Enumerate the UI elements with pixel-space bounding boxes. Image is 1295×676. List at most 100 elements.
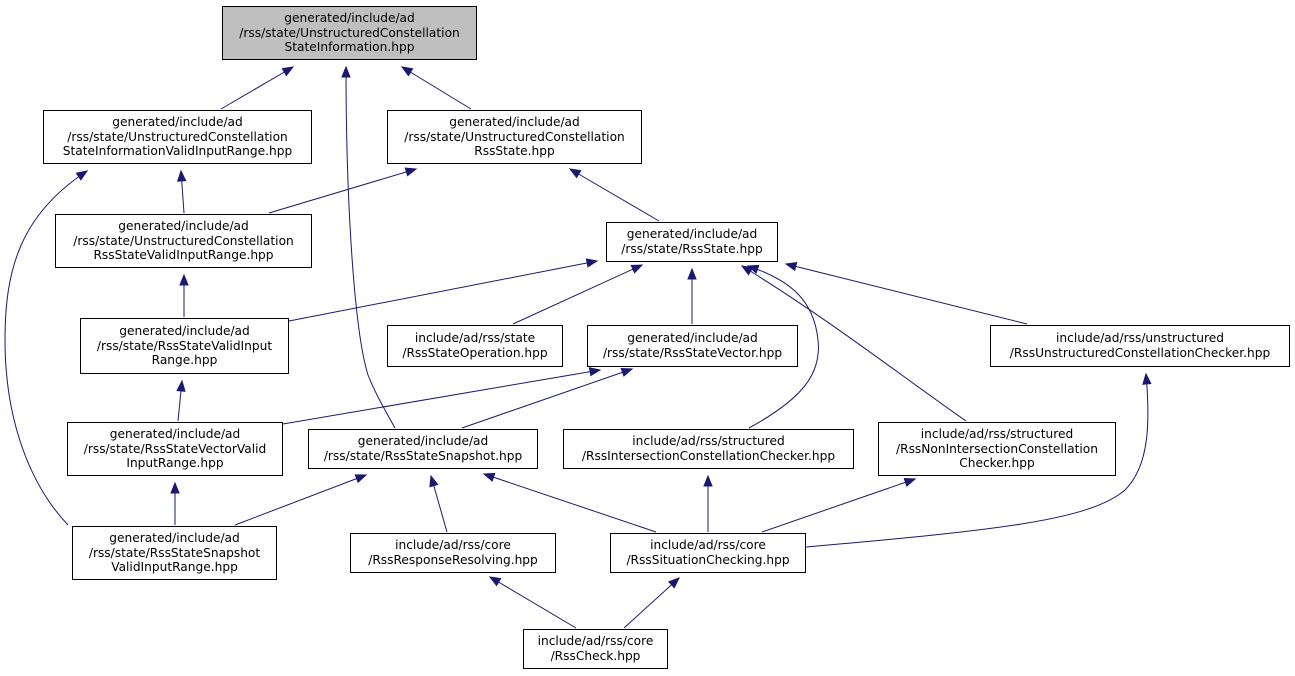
- arrowhead-icon: [179, 273, 189, 286]
- arrowhead-icon: [341, 65, 351, 78]
- edge-ucchecker-to-rssstate: [785, 263, 1028, 325]
- node-rss-state-vector[interactable]: generated/include/ad /rss/state/RssState…: [587, 325, 798, 367]
- node-label-line-1: generated/include/ad: [627, 331, 758, 346]
- node-rss-intersection-constellation-checker[interactable]: include/ad/rss/structured /RssIntersecti…: [563, 429, 854, 469]
- node-label-line-1: include/ad/rss/unstructured: [1056, 331, 1224, 346]
- arrowhead-icon: [281, 66, 295, 77]
- edge-ucrssvir-to-ucrss: [268, 168, 417, 214]
- arrowhead-icon: [400, 66, 414, 77]
- node-label-line-2: /rss/state/UnstructuredConstellation: [67, 129, 288, 144]
- node-unstructured-constellation-rss-state-valid-input-range[interactable]: generated/include/ad /rss/state/Unstruct…: [55, 214, 312, 268]
- arrowhead-icon: [630, 264, 644, 274]
- node-label-line-1: include/ad/rss/core: [650, 538, 766, 553]
- node-rss-state-vector-valid-input-range[interactable]: generated/include/ad /rss/state/RssState…: [67, 422, 283, 476]
- node-label-line-2: /rss/state/RssStateVector.hpp: [602, 346, 783, 360]
- arrowhead-icon: [1142, 372, 1152, 385]
- arrowhead-icon: [620, 367, 634, 377]
- arrowhead-icon: [354, 474, 368, 484]
- node-label-line-2: /RssStateOperation.hpp: [402, 346, 548, 360]
- node-label-line-1: include/ad/rss/core: [537, 634, 654, 649]
- node-label-line-2: /rss/state/RssStateSnapshot.hpp: [323, 449, 523, 463]
- arrowhead-icon: [588, 367, 602, 377]
- arrowhead-icon: [488, 576, 502, 587]
- edge-ucrss-to-ucsi: [401, 66, 472, 110]
- node-label-line-3: StateInformation.hpp: [284, 40, 415, 55]
- node-label-line-2: /rss/state/RssStateSnapshot: [88, 545, 261, 560]
- edge-ucsivir-to-ucsi: [220, 66, 294, 110]
- node-label-line-3: StateInformationValidInputRange.hpp: [62, 144, 293, 159]
- node-rss-response-resolving[interactable]: include/ad/rss/core /RssResponseResolvin…: [350, 533, 556, 573]
- arrowhead-icon: [903, 477, 917, 487]
- node-label-line-2: /RssNonIntersectionConstellation: [896, 441, 1098, 456]
- node-label-line-2: /rss/state/UnstructuredConstellation: [239, 25, 460, 40]
- arrowhead-icon: [668, 577, 680, 589]
- node-label-line-1: include/ad/rss/structured: [920, 427, 1074, 442]
- edge-rsssnap-to-rssvec: [461, 368, 633, 429]
- node-unstructured-constellation-state-information-valid-input-range[interactable]: generated/include/ad /rss/state/Unstruct…: [43, 110, 312, 164]
- node-label-line-2: /rss/state/RssStateVectorValid: [83, 441, 267, 456]
- node-label-line-3: InputRange.hpp: [126, 456, 224, 471]
- node-rss-state-valid-input-range[interactable]: generated/include/ad /rss/state/RssState…: [80, 318, 289, 374]
- node-label-line-2: /rss/state/RssStateValidInput: [96, 338, 273, 353]
- arrowhead-icon: [687, 267, 697, 280]
- node-label-line-2: /RssIntersectionConstellationChecker.hpp: [581, 449, 836, 463]
- node-label-line-3: Range.hpp: [151, 353, 218, 368]
- node-label-line-3: Checker.hpp: [959, 456, 1035, 471]
- arrowhead-icon: [703, 474, 713, 487]
- node-rss-state-operation[interactable]: include/ad/rss/state /RssStateOperation.…: [387, 325, 563, 367]
- node-label-line-1: generated/include/ad: [449, 115, 580, 130]
- node-rss-check[interactable]: include/ad/rss/core /RssCheck.hpp: [523, 629, 668, 669]
- arrowhead-icon: [75, 170, 89, 181]
- node-label-line-1: generated/include/ad: [112, 115, 243, 130]
- node-label-line-1: include/ad/rss/state: [414, 331, 536, 346]
- node-label-line-1: generated/include/ad: [626, 227, 758, 242]
- edge-rssvecvir-to-rssvec: [282, 369, 601, 425]
- node-label-line-2: /RssResponseResolving.hpp: [368, 553, 538, 567]
- node-unstructured-constellation-state-information: generated/include/ad /rss/state/Unstruct…: [222, 6, 477, 60]
- edge-rsscheck-to-sitcheck: [623, 577, 680, 629]
- node-label-line-1: generated/include/ad: [118, 219, 249, 234]
- edge-rsssnap-to-ucsi: [345, 66, 396, 429]
- arrowhead-icon: [784, 261, 798, 272]
- node-label-line-2: /rss/state/UnstructuredConstellation: [73, 233, 294, 248]
- node-label-line-1: generated/include/ad: [109, 531, 240, 546]
- edge-sitcheck-to-nicc: [761, 478, 916, 533]
- arrowhead-icon: [429, 474, 439, 488]
- edge-snapvir-to-ucsivir: [4, 170, 88, 526]
- node-label-line-1: include/ad/rss/core: [395, 538, 511, 553]
- node-label-line-2: /rss/state/UnstructuredConstellation: [404, 129, 625, 144]
- node-rss-unstructured-constellation-checker[interactable]: include/ad/rss/unstructured /RssUnstruct…: [990, 325, 1290, 367]
- node-label-line-2: /RssCheck.hpp: [550, 649, 641, 663]
- node-rss-state-snapshot-valid-input-range[interactable]: generated/include/ad /rss/state/RssState…: [72, 526, 277, 580]
- node-label-line-2: /RssUnstructuredConstellationChecker.hpp: [1009, 346, 1271, 360]
- node-rss-state[interactable]: generated/include/ad /rss/state/RssState…: [606, 222, 778, 262]
- node-label-line-2: /RssSituationChecking.hpp: [626, 553, 790, 567]
- node-label-line-1: generated/include/ad: [284, 11, 415, 26]
- arrowhead-icon: [482, 472, 496, 482]
- arrowhead-icon: [176, 379, 186, 392]
- node-label-line-3: RssStateValidInputRange.hpp: [93, 248, 274, 263]
- edge-icc-to-rssstate: [747, 265, 819, 429]
- arrowhead-icon: [568, 168, 582, 179]
- arrowhead-icon: [740, 265, 754, 276]
- edge-rssstate-to-ucrss: [569, 168, 660, 222]
- arrowhead-icon: [170, 481, 180, 494]
- node-rss-situation-checking[interactable]: include/ad/rss/core /RssSituationCheckin…: [610, 533, 806, 573]
- node-label-line-1: include/ad/rss/structured: [632, 434, 785, 449]
- node-label-line-3: RssState.hpp: [474, 144, 555, 159]
- node-label-line-1: generated/include/ad: [357, 434, 489, 449]
- node-rss-state-snapshot[interactable]: generated/include/ad /rss/state/RssState…: [308, 429, 538, 469]
- edge-rssop-to-rssstate: [512, 264, 643, 325]
- node-unstructured-constellation-rss-state[interactable]: generated/include/ad /rss/state/Unstruct…: [387, 110, 642, 164]
- arrowhead-icon: [177, 169, 187, 182]
- node-rss-non-intersection-constellation-checker[interactable]: include/ad/rss/structured /RssNonInterse…: [878, 422, 1116, 476]
- node-label-line-3: ValidInputRange.hpp: [111, 560, 238, 575]
- node-label-line-1: generated/include/ad: [109, 427, 241, 442]
- edge-sitcheck-to-rsssnap: [483, 473, 657, 533]
- node-label-line-2: /rss/state/RssState.hpp: [621, 242, 763, 256]
- arrowhead-icon: [585, 258, 599, 268]
- edge-nicc-to-rssstate: [741, 265, 967, 422]
- edge-rsscheck-to-resp: [489, 576, 577, 629]
- node-label-line-1: generated/include/ad: [119, 324, 250, 339]
